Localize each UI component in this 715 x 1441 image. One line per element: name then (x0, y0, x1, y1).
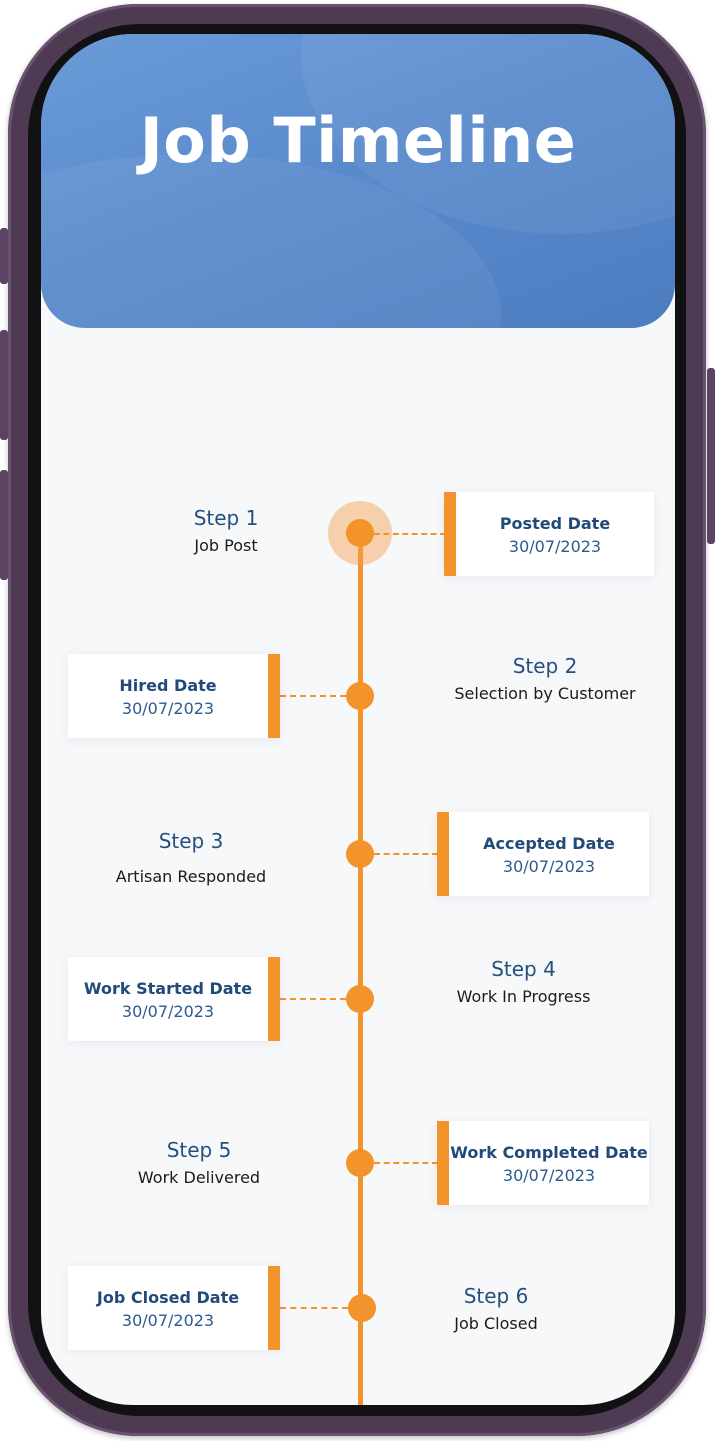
step-item: Step 4 Work In Progress (436, 957, 611, 1006)
date-card-posted: Posted Date 30/07/2023 (444, 492, 654, 576)
card-date: 30/07/2023 (502, 1166, 596, 1185)
timeline-line (358, 533, 363, 1405)
phone-power-button (707, 368, 715, 544)
card-label: Work Completed Date (450, 1143, 648, 1162)
step-item: Step 1 Job Post (156, 506, 296, 555)
step-description: Job Closed (454, 1314, 538, 1333)
header-banner: Job Timeline (41, 34, 675, 328)
card-label: Posted Date (499, 514, 611, 533)
timeline-connector (374, 1162, 438, 1164)
date-card-work-completed: Work Completed Date 30/07/2023 (437, 1121, 649, 1205)
card-label: Job Closed Date (96, 1288, 240, 1307)
date-card-accepted: Accepted Date 30/07/2023 (437, 812, 649, 896)
timeline-dot (346, 840, 374, 868)
card-label: Work Started Date (83, 979, 253, 998)
phone-side-button (0, 228, 8, 284)
step-description: Artisan Responded (115, 867, 267, 886)
timeline-connector (374, 533, 446, 535)
date-card-work-started: Work Started Date 30/07/2023 (68, 957, 280, 1041)
timeline-dot (346, 519, 374, 547)
timeline-dot (346, 1149, 374, 1177)
timeline-connector (280, 695, 346, 697)
timeline-dot (348, 1294, 376, 1322)
card-date: 30/07/2023 (121, 1311, 215, 1330)
step-number: Step 4 (491, 957, 556, 981)
step-item: Step 3 Artisan Responded (91, 829, 291, 886)
phone-volume-up-button (0, 330, 8, 440)
app-screen: Job Timeline Posted Date 30/07/2023 Step… (41, 34, 675, 1405)
timeline-dot (346, 985, 374, 1013)
date-card-hired: Hired Date 30/07/2023 (68, 654, 280, 738)
timeline-dot (346, 682, 374, 710)
card-label: Accepted Date (483, 834, 615, 853)
step-description: Work Delivered (137, 1168, 261, 1187)
page-title: Job Timeline (139, 104, 577, 177)
step-description: Work In Progress (456, 987, 591, 1006)
phone-volume-down-button (0, 470, 8, 580)
step-item: Step 2 Selection by Customer (435, 654, 655, 703)
step-description: Selection by Customer (454, 684, 636, 703)
step-item: Step 6 Job Closed (441, 1284, 551, 1333)
card-date: 30/07/2023 (121, 1002, 215, 1021)
step-number: Step 1 (193, 506, 259, 530)
card-date: 30/07/2023 (508, 537, 602, 556)
step-description: Job Post (194, 536, 258, 555)
step-item: Step 5 Work Delivered (129, 1138, 269, 1187)
timeline-connector (280, 1307, 348, 1309)
card-label: Hired Date (119, 676, 217, 695)
timeline-connector (374, 853, 438, 855)
card-date: 30/07/2023 (121, 699, 215, 718)
timeline-connector (280, 998, 346, 1000)
step-number: Step 5 (166, 1138, 232, 1162)
card-date: 30/07/2023 (502, 857, 596, 876)
step-number: Step 6 (463, 1284, 529, 1308)
step-number: Step 3 (158, 829, 224, 853)
date-card-job-closed: Job Closed Date 30/07/2023 (68, 1266, 280, 1350)
step-number: Step 2 (512, 654, 578, 678)
